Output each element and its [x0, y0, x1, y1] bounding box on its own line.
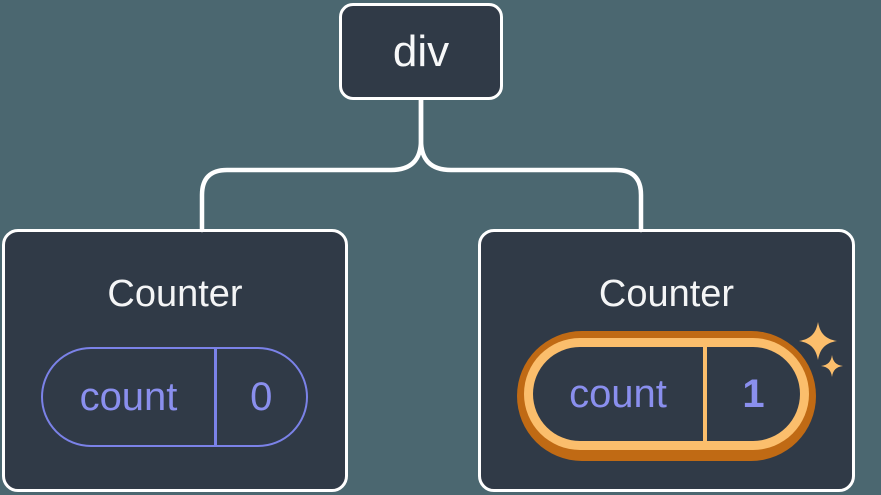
state-label: count: [79, 374, 178, 419]
state-pill: count 0: [41, 347, 308, 447]
state-label: count: [569, 371, 667, 416]
root-node-label: div: [392, 26, 450, 76]
tree-node-counter-right: Counter count 1: [478, 229, 855, 492]
counter-title: Counter: [598, 273, 735, 315]
connector-right-branch: [418, 97, 644, 233]
state-value: 1: [742, 371, 765, 416]
state-pill: count 1: [533, 347, 800, 441]
state-value: 0: [250, 374, 273, 419]
pill-divider: [214, 349, 217, 445]
counter-title: Counter: [107, 273, 243, 315]
connector-left-branch: [199, 97, 424, 233]
tree-node-div: div: [339, 3, 503, 100]
state-pill-highlight-ring: count 1: [524, 338, 809, 450]
state-pill-highlight: count 1: [517, 331, 816, 461]
tree-node-counter-left: Counter count 0: [2, 229, 348, 492]
pill-divider: [703, 347, 707, 441]
